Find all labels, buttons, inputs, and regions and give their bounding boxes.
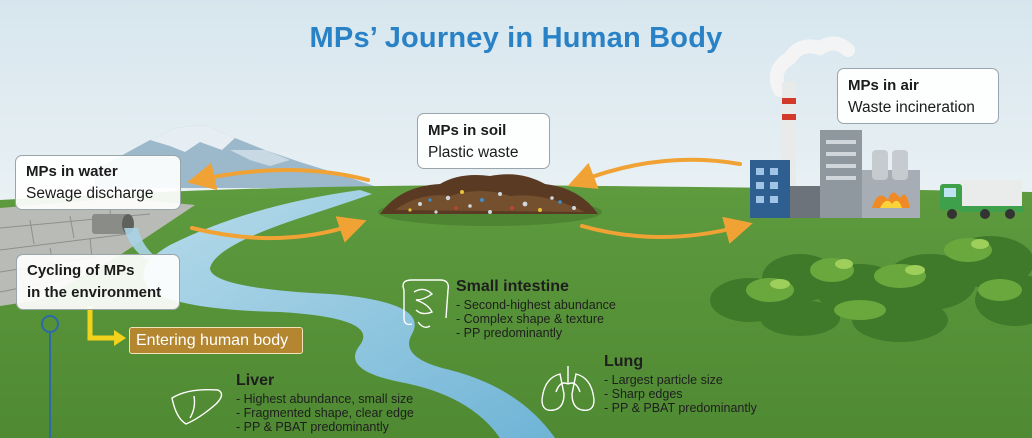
page-title: MPs’ Journey in Human Body	[309, 22, 723, 54]
small-intestine-point: Complex shape & texture	[456, 312, 656, 326]
liver-points: Highest abundance, small size Fragmented…	[236, 392, 456, 434]
box-cycling: Cycling of MPs in the environment	[16, 254, 180, 310]
lung-point: Sharp edges	[604, 387, 804, 401]
box-cycling-line1: Cycling of MPs	[27, 262, 135, 279]
box-water-title: MPs in water	[26, 163, 118, 180]
liver-point: Highest abundance, small size	[236, 392, 456, 406]
organ-liver: Liver Highest abundance, small size Frag…	[236, 372, 456, 434]
factory	[750, 36, 920, 218]
box-cycling-line2: in the environment	[27, 284, 162, 301]
arrow-soil-to-air	[580, 216, 753, 244]
liver-point: Fragmented shape, clear edge	[236, 406, 456, 420]
river	[143, 190, 556, 438]
arrow-air-to-soil	[567, 157, 742, 189]
entering-human-body-label: Entering human body	[129, 327, 303, 354]
organ-small-intestine: Small intestine Second-highest abundance…	[456, 278, 656, 340]
box-mps-in-soil: MPs in soil Plastic waste	[417, 113, 550, 169]
trees	[710, 236, 1032, 342]
liver-point: PP & PBAT predominantly	[236, 420, 456, 434]
box-air-sub: Waste incineration	[848, 99, 975, 116]
box-mps-in-air: MPs in air Waste incineration	[837, 68, 999, 124]
box-air-title: MPs in air	[848, 77, 919, 94]
box-water-sub: Sewage discharge	[26, 185, 154, 202]
organ-lung: Lung Largest particle size Sharp edges P…	[604, 353, 804, 415]
box-soil-title: MPs in soil	[428, 122, 507, 139]
soil-pile	[378, 174, 602, 226]
arrow-water-to-soil	[190, 216, 367, 243]
liver-icon	[171, 388, 223, 425]
lung-icon	[541, 366, 595, 411]
marker-pole	[41, 315, 59, 438]
lung-title: Lung	[604, 353, 644, 370]
small-intestine-point: PP predominantly	[456, 326, 656, 340]
arrow-soil-to-water	[187, 162, 370, 191]
entering-arrow	[87, 306, 126, 346]
small-intestine-point: Second-highest abundance	[456, 298, 656, 312]
liver-title: Liver	[236, 372, 275, 389]
intestine-icon	[402, 279, 450, 329]
box-mps-in-water: MPs in water Sewage discharge	[15, 155, 181, 210]
small-intestine-title: Small intestine	[456, 278, 569, 295]
garbage-truck	[940, 180, 1024, 219]
sewage-pipe	[92, 214, 162, 262]
cycle-arrows	[187, 157, 753, 244]
lung-points: Largest particle size Sharp edges PP & P…	[604, 373, 804, 415]
box-soil-sub: Plastic waste	[428, 144, 519, 161]
lung-point: PP & PBAT predominantly	[604, 401, 804, 415]
lung-point: Largest particle size	[604, 373, 804, 387]
small-intestine-points: Second-highest abundance Complex shape &…	[456, 298, 656, 340]
